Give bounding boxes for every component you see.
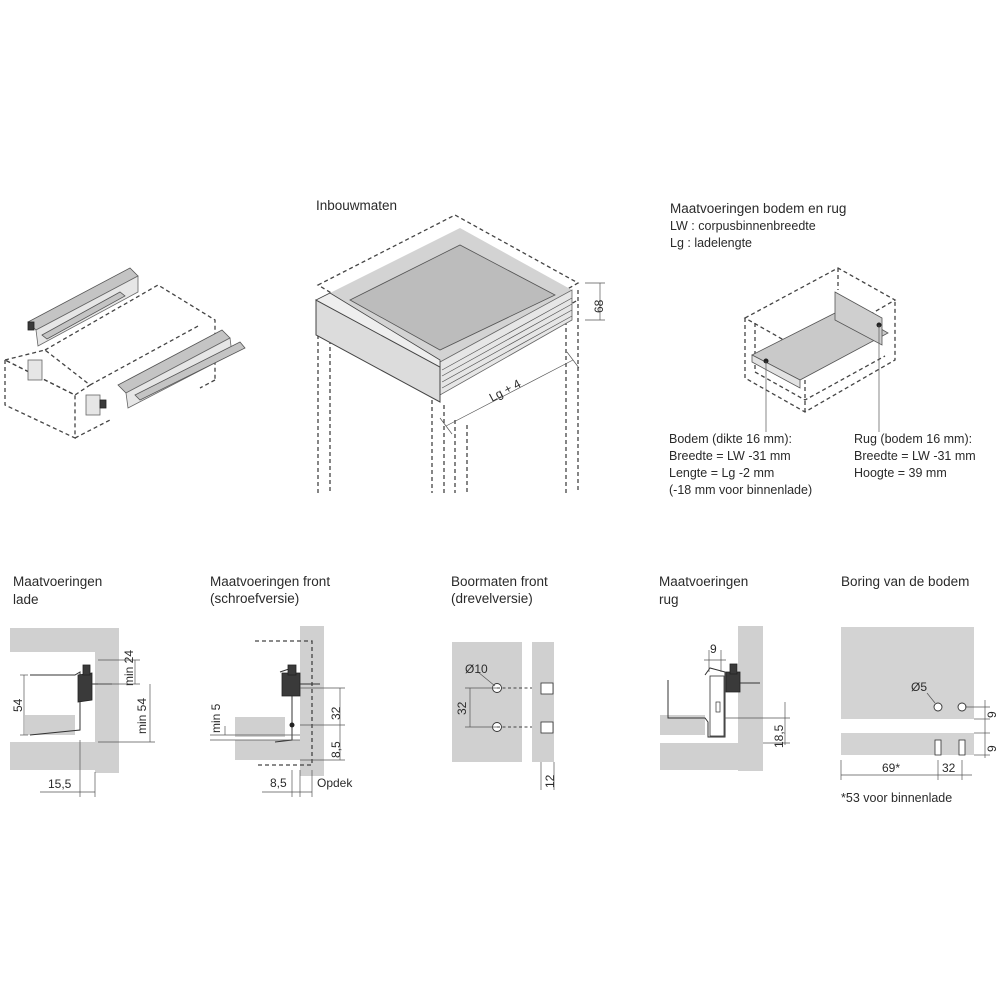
lade-illustration [10, 628, 155, 797]
exploded-drawer-illustration [3, 267, 246, 440]
dim-54: 54 [11, 698, 25, 712]
dim-boring-32: 32 [942, 761, 956, 775]
dim-min-5: min 5 [209, 703, 223, 733]
rug-line3: Hoogte = 39 mm [854, 466, 947, 480]
lade-title-1: Maatvoeringen [13, 574, 102, 589]
boormaten-title-1: Boormaten front [451, 574, 548, 589]
legend-lw: LW : corpusbinnenbreedte [670, 219, 816, 233]
rug-illustration [660, 626, 790, 771]
boring-title: Boring van de bodem [841, 574, 969, 589]
bodem-line1: Bodem (dikte 16 mm): [669, 432, 792, 446]
dim-opdek: Opdek [317, 776, 353, 790]
dim-front-8-5-h: 8,5 [270, 776, 287, 790]
bodem-line4: (-18 mm voor binnenlade) [669, 483, 812, 497]
bodem-line2: Breedte = LW -31 mm [669, 449, 791, 463]
dim-front-8-5-v: 8,5 [329, 741, 343, 758]
rug-title-1: Maatvoeringen [659, 574, 748, 589]
dim-69: 69* [882, 761, 900, 775]
bodem-rug-title: Maatvoeringen bodem en rug [670, 201, 846, 216]
legend-lg: Lg : ladelengte [670, 236, 752, 250]
boring-illustration [840, 627, 990, 780]
dim-boor-32: 32 [455, 701, 469, 715]
dim-rug-9: 9 [710, 642, 717, 656]
dim-boring-9a: 9 [985, 711, 999, 718]
inbouwmaten-title: Inbouwmaten [316, 198, 397, 213]
dim-15-5: 15,5 [48, 777, 72, 791]
dim-lg-plus-4: Lg + 4 [487, 376, 524, 404]
binnenlade-note: *53 voor binnenlade [841, 791, 952, 805]
boormaten-illustration [452, 642, 555, 790]
bodem-rug-illustration [743, 267, 897, 432]
front-illustration [210, 626, 345, 797]
dim-boor-12: 12 [543, 774, 557, 788]
rug-line2: Breedte = LW -31 mm [854, 449, 976, 463]
inbouwmaten-illustration: 68 Lg + 4 [315, 214, 606, 493]
bodem-line3: Lengte = Lg -2 mm [669, 466, 774, 480]
dim-boring-9b: 9 [985, 745, 999, 752]
boormaten-title-2: (drevelversie) [451, 591, 533, 606]
rug-line1: Rug (bodem 16 mm): [854, 432, 972, 446]
front-title-1: Maatvoeringen front [210, 574, 330, 589]
lade-title-2: lade [13, 592, 39, 607]
dim-68: 68 [592, 299, 606, 313]
rug-title-2: rug [659, 592, 679, 607]
front-title-2: (schroefversie) [210, 591, 299, 606]
dim-front-32: 32 [329, 706, 343, 720]
dim-d10: Ø10 [465, 662, 488, 676]
dim-rug-18-5: 18,5 [772, 724, 786, 748]
dim-d5: Ø5 [911, 680, 927, 694]
dim-min-54: min 54 [135, 698, 149, 734]
dim-min-24: min 24 [122, 650, 136, 686]
